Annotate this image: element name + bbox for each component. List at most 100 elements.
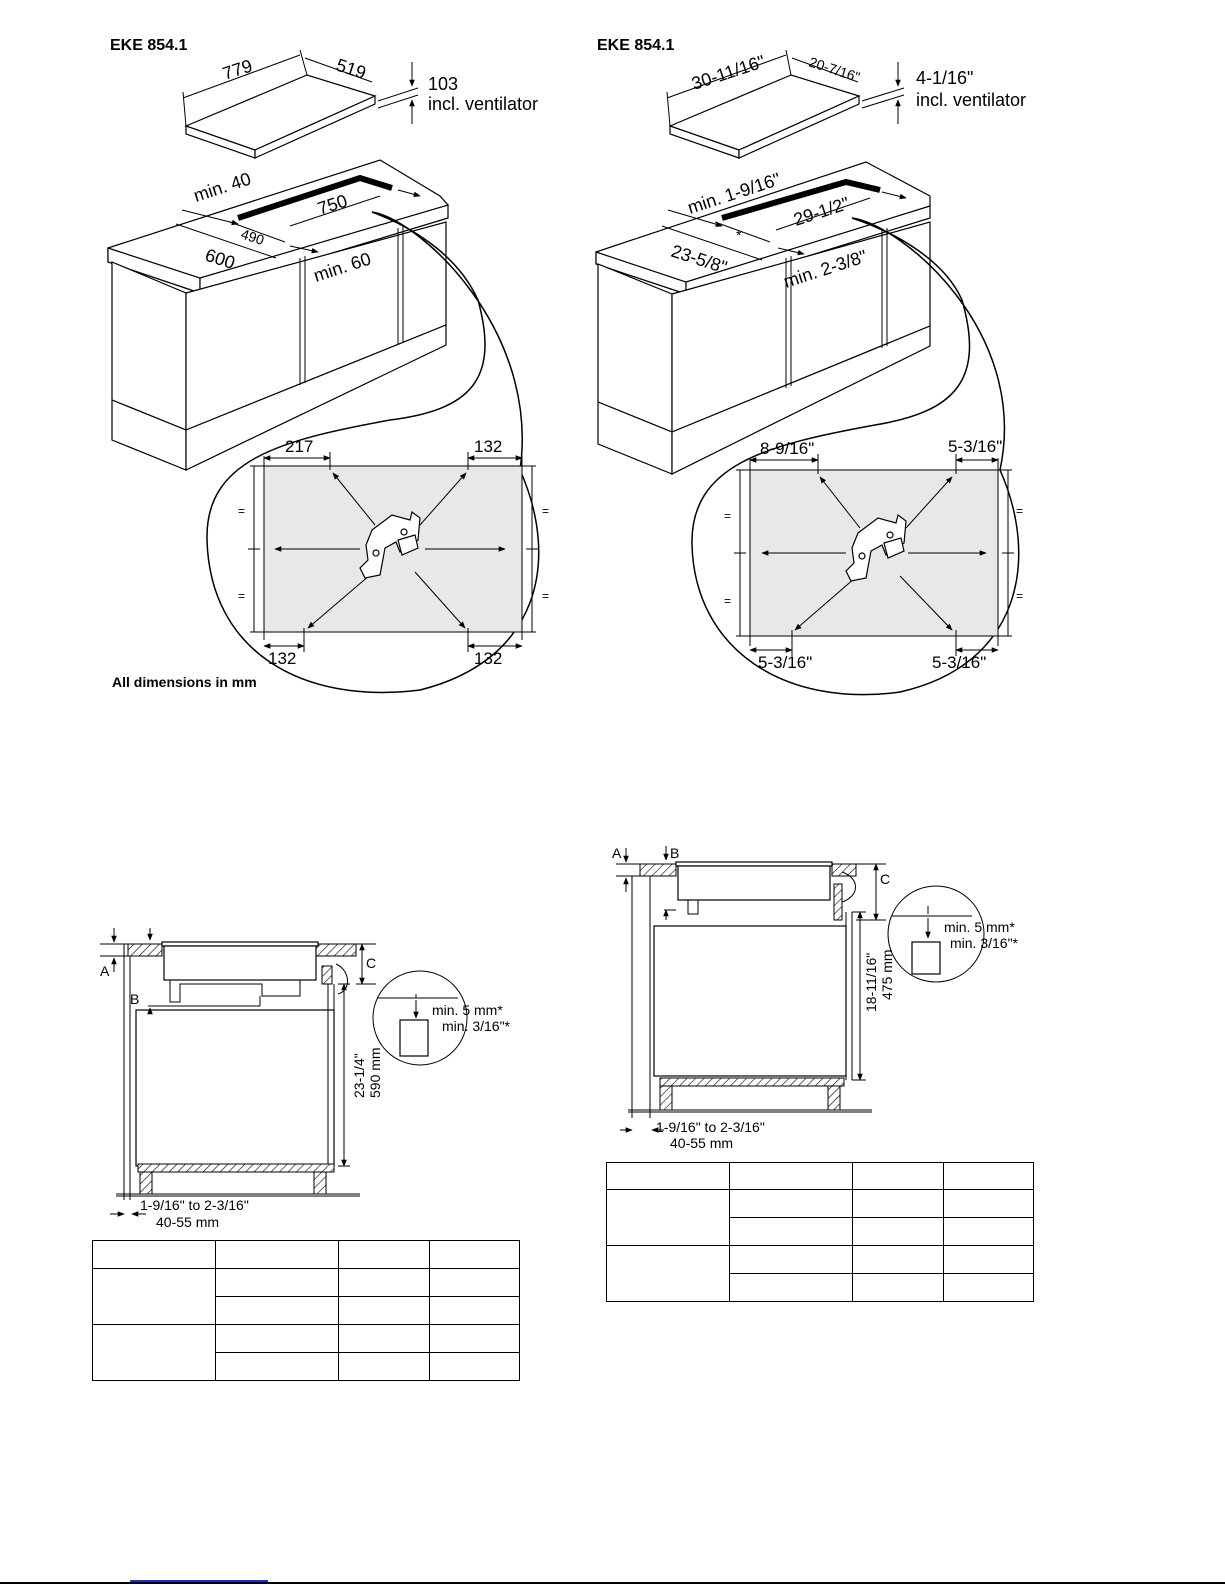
imperial-hob-height-note: incl. ventilator <box>916 90 1026 110</box>
left-hob-body <box>163 945 317 981</box>
table-cell <box>429 1268 520 1297</box>
metric-equal-mark: = <box>238 589 245 603</box>
table-cell <box>943 1273 1034 1302</box>
metric-cutout-depth: 490 <box>239 226 266 249</box>
left-section-drawing: A B C 23-1/4" 590 mm min. 5 mm* min. 3/1… <box>100 928 511 1230</box>
metric-detail-top-left: 217 <box>285 437 313 456</box>
metric-equal-mark: = <box>542 504 549 518</box>
metric-detail-bottom-left: 132 <box>268 649 296 668</box>
table-cell <box>92 1268 216 1325</box>
left-gap-detail-circle <box>372 970 468 1066</box>
table-cell <box>729 1162 853 1190</box>
right-gap-detail-circle <box>887 885 985 983</box>
page-footer-rule <box>0 1582 1225 1584</box>
table-cell <box>92 1240 216 1269</box>
imperial-bracket <box>845 513 907 582</box>
right-height-mm: 475 mm <box>879 949 895 1000</box>
table-cell <box>215 1296 339 1325</box>
imperial-detail-bottom-left: 5-3/16" <box>758 653 812 672</box>
metric-hob-height: 103 <box>428 74 458 94</box>
imperial-hob-height: 4-1/16" <box>916 68 973 88</box>
table-cell <box>943 1189 1034 1218</box>
metric-equal-mark: = <box>542 589 549 603</box>
table-cell <box>943 1217 1034 1246</box>
imperial-equal-mark: = <box>1016 589 1023 603</box>
right-offset-in: 1-9/16" to 2-3/16" <box>656 1119 765 1135</box>
right-oven-body <box>653 925 847 1077</box>
metric-hob-width-dim <box>182 54 301 99</box>
metric-hob-depth-dim <box>304 57 373 83</box>
metric-hob-plate <box>184 74 377 159</box>
left-worktop-right <box>315 943 357 957</box>
right-spec-table <box>606 1162 1034 1302</box>
table-cell <box>729 1245 853 1274</box>
table-cell <box>429 1240 520 1269</box>
metric-title: EKE 854.1 <box>110 37 187 54</box>
imperial-hob-plate <box>668 74 861 159</box>
right-offset-mm: 40-55 mm <box>670 1135 733 1151</box>
table-cell <box>215 1352 339 1381</box>
table-cell <box>729 1189 853 1218</box>
imperial-detail-top-left: 8-9/16" <box>760 439 814 458</box>
metric-footnote: All dimensions in mm <box>112 674 257 690</box>
metric-bracket <box>359 510 421 579</box>
right-label-b: B <box>670 845 679 861</box>
table-cell <box>429 1324 520 1353</box>
table-cell <box>338 1240 430 1269</box>
table-cell <box>215 1324 339 1353</box>
metric-detail-bottom-right: 132 <box>474 649 502 668</box>
metric-panel: EKE 854.1 779 519 103 incl. ventilator <box>107 37 549 694</box>
metric-hob-width: 779 <box>220 55 255 83</box>
table-cell <box>338 1324 430 1353</box>
left-gap-in: min. 3/16"* <box>442 1018 511 1034</box>
imperial-panel: EKE 854.1 30-11/16" 20-7/16" 4-1/16" inc… <box>595 37 1026 696</box>
metric-detail-bubble <box>206 211 540 694</box>
metric-detail-arrows <box>274 472 506 629</box>
imperial-detail-top-right: 5-3/16" <box>948 437 1002 456</box>
metric-hob-depth: 519 <box>334 55 369 83</box>
table-cell <box>852 1245 944 1274</box>
left-oven-body <box>135 1009 335 1167</box>
table-cell <box>729 1273 853 1302</box>
right-height-in: 18-11/16" <box>863 953 879 1012</box>
right-label-c: C <box>880 871 890 887</box>
table-cell <box>215 1240 339 1269</box>
table-cell <box>92 1324 216 1381</box>
table-cell <box>852 1189 944 1218</box>
metric-detail-top-right: 132 <box>474 437 502 456</box>
table-cell <box>606 1189 730 1246</box>
left-offset-in: 1-9/16" to 2-3/16" <box>140 1197 249 1213</box>
right-worktop-left <box>639 863 677 877</box>
footer-link-underline[interactable] <box>130 1580 268 1582</box>
table-cell <box>943 1162 1034 1190</box>
imperial-detail-bottom-right: 5-3/16" <box>932 653 986 672</box>
left-label-b: B <box>130 991 139 1007</box>
imperial-equal-mark: = <box>1016 504 1023 518</box>
table-cell <box>729 1217 853 1246</box>
metric-cabinet <box>107 159 450 471</box>
imperial-cabinet <box>595 161 931 475</box>
right-section-drawing: A B C 18-11/16" 475 mm min. 5 mm* min. 3… <box>612 845 1019 1151</box>
left-offset-mm: 40-55 mm <box>156 1214 219 1230</box>
left-label-c: C <box>366 955 376 971</box>
left-gap-mm: min. 5 mm* <box>432 1002 503 1018</box>
table-cell <box>429 1352 520 1381</box>
table-cell <box>429 1296 520 1325</box>
right-label-a: A <box>612 845 622 861</box>
left-height-in: 23-1/4" <box>351 1053 367 1098</box>
table-cell <box>338 1296 430 1325</box>
imperial-detail-bubble <box>691 217 1020 696</box>
table-cell <box>852 1273 944 1302</box>
imperial-equal-mark: = <box>724 509 731 523</box>
left-spec-table <box>92 1240 520 1381</box>
right-gap-mm: min. 5 mm* <box>944 919 1015 935</box>
table-cell <box>852 1217 944 1246</box>
table-cell <box>606 1245 730 1302</box>
imperial-hob-depth: 20-7/16" <box>807 54 862 85</box>
table-cell <box>338 1268 430 1297</box>
imperial-detail-arrows <box>761 476 987 631</box>
left-height-mm: 590 mm <box>367 1047 383 1098</box>
left-label-a: A <box>100 963 110 979</box>
right-gap-in: min. 3/16"* <box>950 935 1019 951</box>
